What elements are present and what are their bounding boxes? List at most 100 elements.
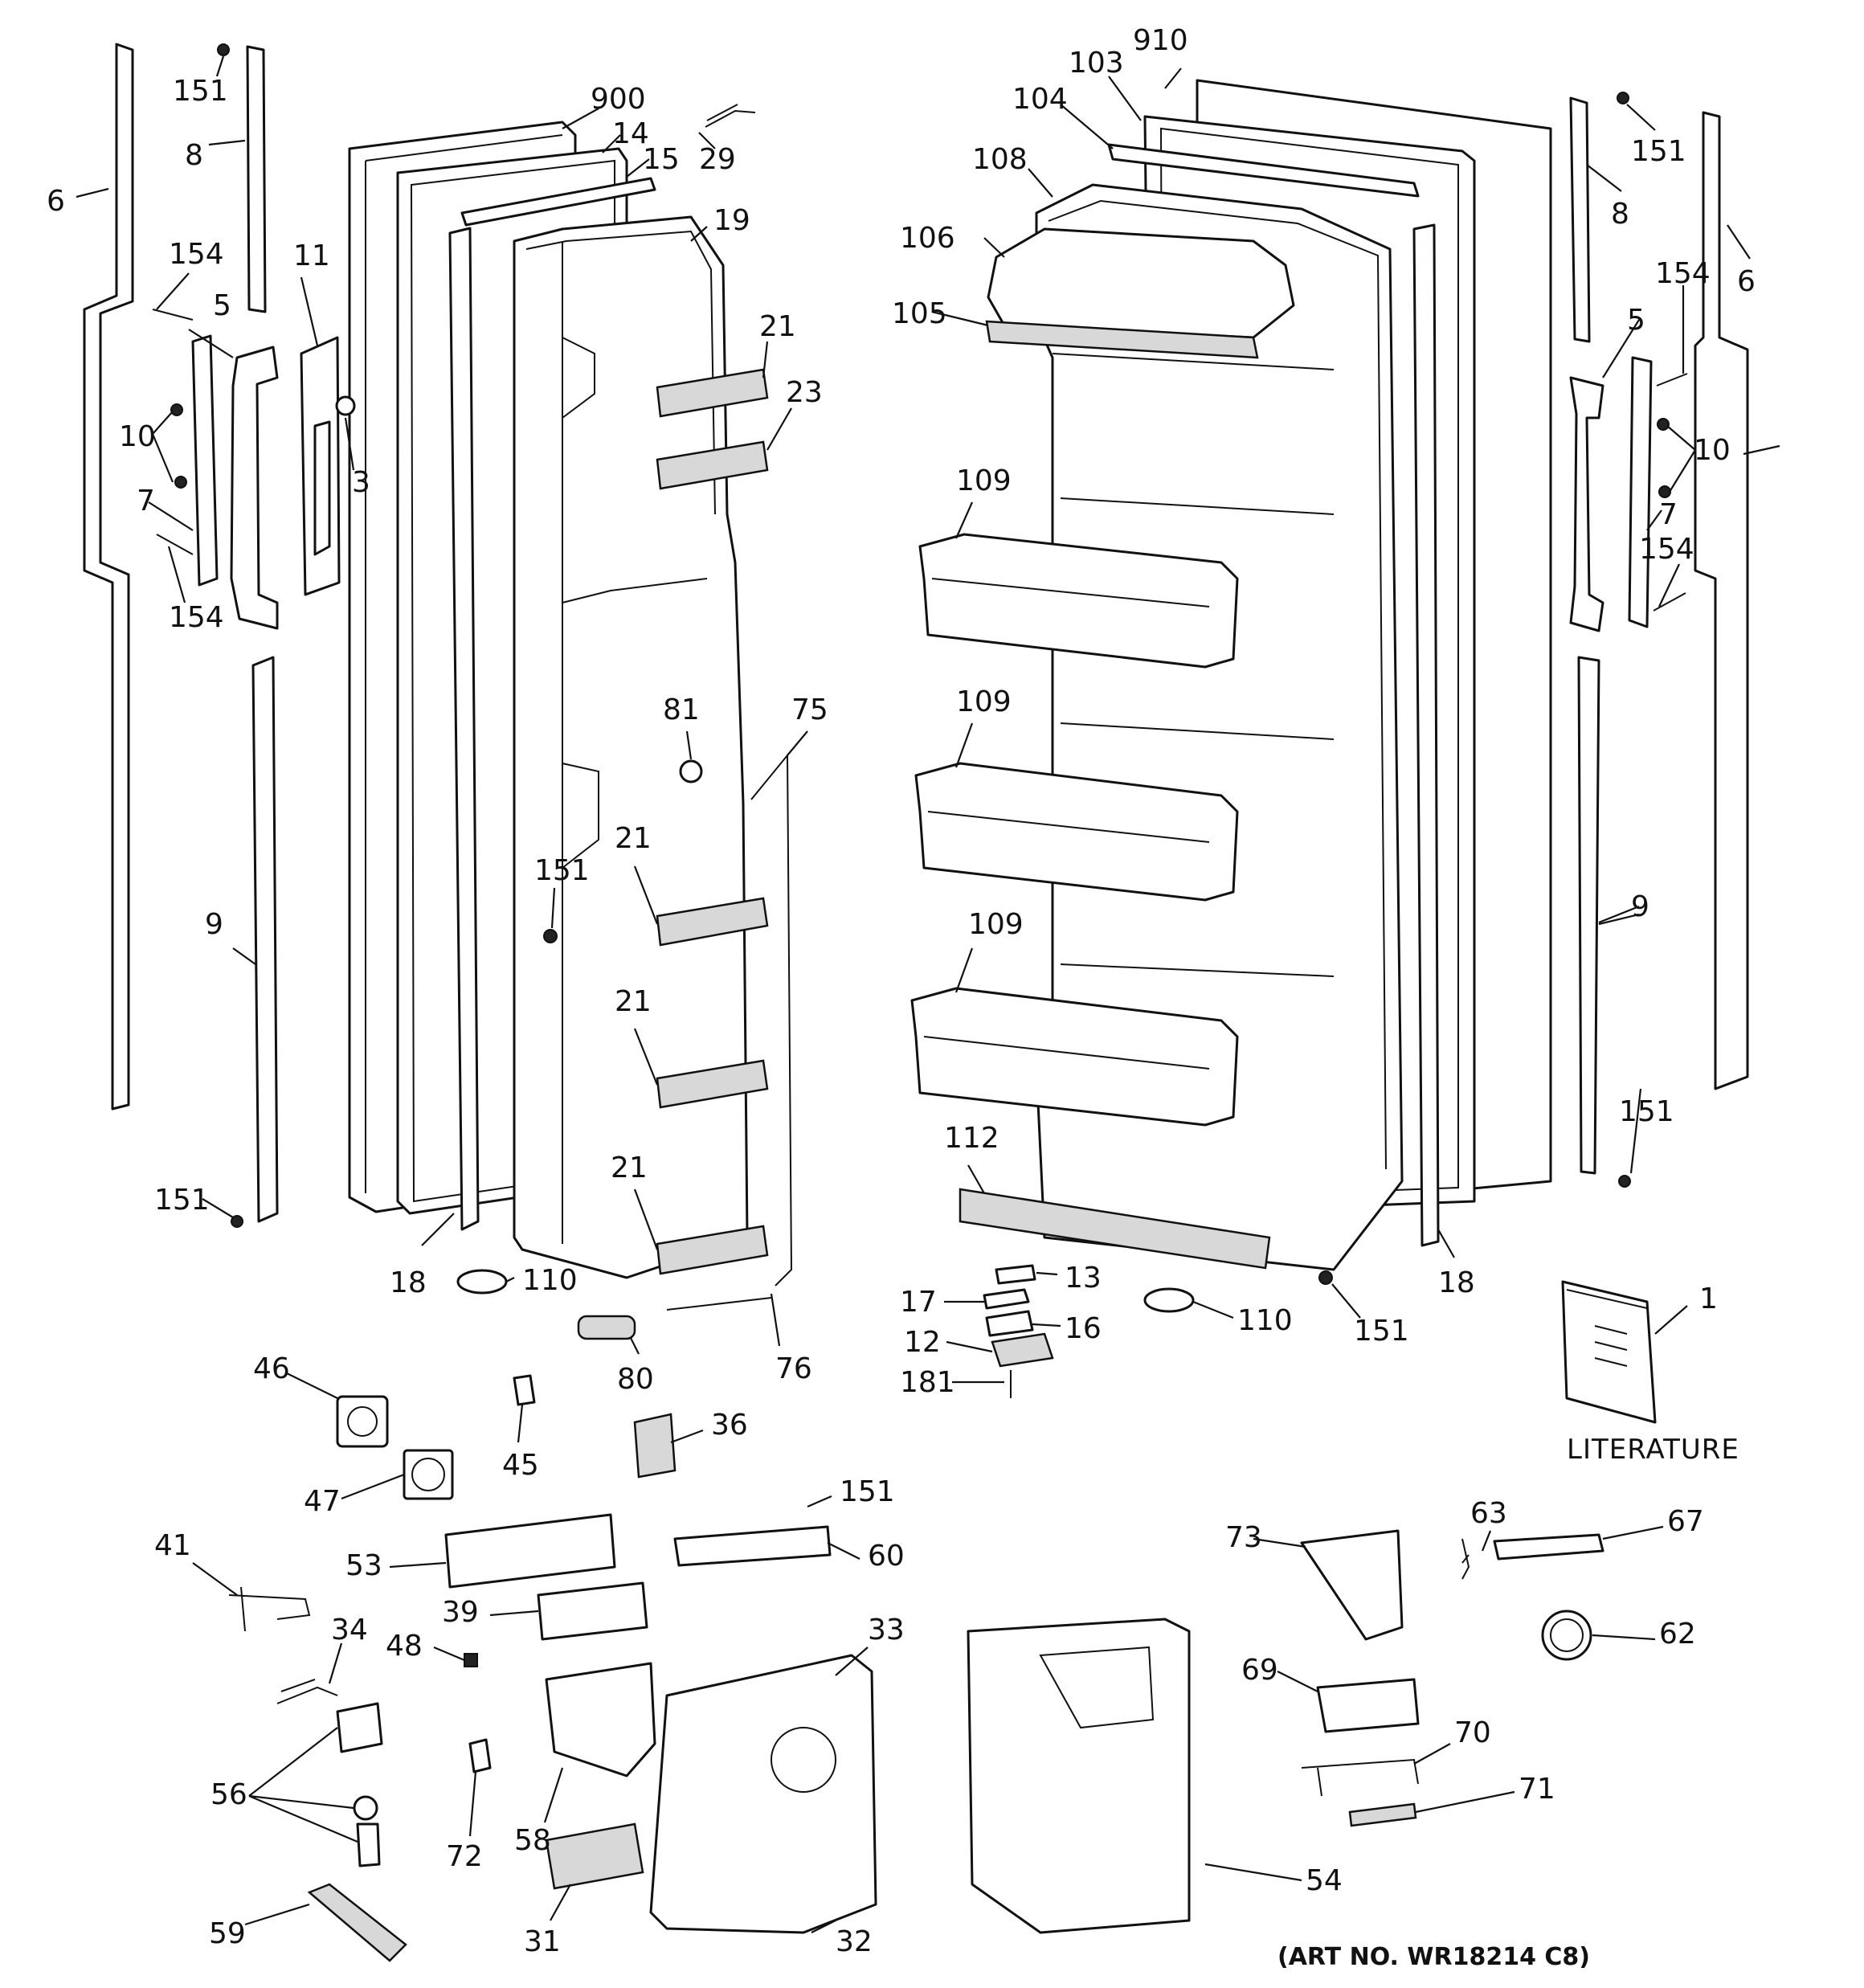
callout-154-bot-left: 154 (169, 601, 224, 634)
callout-19: 19 (713, 204, 750, 237)
callout-110-right: 110 (1237, 1304, 1293, 1337)
callout-110-left: 110 (522, 1264, 578, 1297)
screw-151-top-right (1617, 92, 1629, 104)
chute-73 (1300, 1529, 1404, 1641)
freezer-door-assembly (348, 121, 793, 1340)
callout-105: 105 (892, 297, 947, 330)
callout-5-left: 5 (213, 289, 231, 322)
callout-8-right: 8 (1611, 198, 1629, 231)
screw-154-top-right (1656, 373, 1688, 387)
callout-7-right: 7 (1659, 498, 1678, 531)
callout-labels: 900 910 14 15 29 19 103 104 108 106 105 … (47, 24, 1756, 1971)
switch-46 (336, 1395, 389, 1448)
callout-109-bottom: 109 (968, 908, 1024, 941)
callout-7-left: 7 (137, 485, 155, 517)
left-handle-trim-6 (83, 43, 134, 1111)
screw-151-top-left (217, 43, 230, 56)
callout-154-bot-right: 154 (1639, 533, 1694, 566)
callout-18-right: 18 (1438, 1266, 1475, 1299)
callout-109-top: 109 (956, 464, 1012, 497)
callout-60: 60 (868, 1540, 905, 1573)
freezer-shelf-bar-23 (656, 440, 769, 490)
callout-1: 1 (1699, 1282, 1718, 1315)
freezer-plug-81 (679, 759, 703, 783)
callout-48: 48 (386, 1630, 423, 1663)
callout-106: 106 (900, 222, 955, 255)
handle-5-right (1569, 376, 1604, 632)
screw-10-right-b (1658, 485, 1671, 498)
callout-108: 108 (972, 143, 1028, 176)
screw-154-bot-right (1653, 592, 1686, 612)
callout-36: 36 (711, 1409, 748, 1442)
left-handle-group (83, 43, 279, 1228)
callout-39: 39 (442, 1596, 479, 1629)
harness-34 (276, 1679, 338, 1704)
freezer-shelf-bar-bottom (656, 1225, 769, 1275)
callout-12: 12 (904, 1326, 941, 1359)
handle-7-right (1628, 356, 1653, 628)
callout-73: 73 (1225, 1521, 1262, 1554)
fresh-food-door-assembly (910, 79, 1552, 1313)
callout-11: 11 (293, 239, 330, 272)
art-number-footer: (ART NO. WR18214 C8) (1277, 1943, 1590, 1971)
drip-tray-31 (545, 1822, 644, 1890)
handle-trim-9-right (1577, 656, 1600, 1175)
callout-6-right: 6 (1737, 265, 1756, 298)
hinge-cam-16 (985, 1310, 1034, 1337)
callout-8-left: 8 (185, 139, 203, 172)
callout-910: 910 (1133, 24, 1188, 57)
screw-154-bot-left (156, 534, 194, 555)
dispenser-cover-54 (967, 1618, 1191, 1934)
callout-154-top-left: 154 (169, 238, 224, 271)
door-bin-109-mid (914, 762, 1239, 902)
panel-53 (444, 1513, 616, 1589)
literature-booklet (1561, 1280, 1657, 1424)
callout-58: 58 (514, 1824, 551, 1857)
callout-21-mid1: 21 (615, 822, 652, 855)
door-stop-110-right (1143, 1287, 1195, 1313)
callout-5-right: 5 (1627, 304, 1645, 337)
callout-104: 104 (1012, 83, 1068, 116)
screw-151-liner (543, 929, 558, 943)
breaker-strip-104 (1107, 143, 1420, 198)
lever-59 (307, 1883, 407, 1962)
freezer-door-side-strip (448, 227, 480, 1231)
kick-rail-112 (959, 1188, 1271, 1270)
literature-label: LITERATURE (1567, 1434, 1739, 1466)
handle-mount-8-left (246, 45, 267, 313)
right-handle-group (1569, 92, 1749, 1188)
hinge-shim-13 (995, 1264, 1036, 1285)
actuator-41 (228, 1586, 311, 1632)
callout-34: 34 (331, 1614, 368, 1646)
callout-29: 29 (699, 143, 736, 176)
callout-21-mid2: 21 (615, 985, 652, 1018)
hinge-parts (983, 1264, 1054, 1398)
callout-6-left: 6 (47, 185, 65, 218)
callout-56: 56 (211, 1778, 247, 1811)
callout-53: 53 (345, 1549, 382, 1582)
handle-mount-8-right (1569, 96, 1591, 343)
callout-41: 41 (154, 1529, 191, 1562)
callout-17: 17 (900, 1286, 937, 1319)
screw-151-bottom-left (231, 1215, 243, 1228)
bar-71 (1348, 1802, 1417, 1827)
callout-13: 13 (1065, 1262, 1102, 1295)
wire-harness-29 (705, 104, 756, 128)
callout-10-left: 10 (119, 420, 156, 453)
lamp-socket-56 (336, 1702, 383, 1753)
dispenser-trim-11 (300, 336, 341, 596)
callout-33: 33 (868, 1614, 905, 1646)
board-39 (537, 1581, 648, 1641)
callout-71: 71 (1519, 1773, 1555, 1806)
callout-54: 54 (1306, 1864, 1343, 1897)
leader-lines (76, 55, 1780, 1933)
spring-63 (1461, 1538, 1470, 1580)
freezer-shelf-bar-mid2 (656, 1059, 769, 1109)
callout-23: 23 (786, 376, 823, 409)
screw-10-right-a (1657, 418, 1670, 431)
lamp-56 (353, 1795, 378, 1821)
screw-10-left-b (174, 476, 187, 489)
door-stop-110-left (456, 1269, 508, 1295)
door-bin-109-bottom (910, 987, 1239, 1127)
